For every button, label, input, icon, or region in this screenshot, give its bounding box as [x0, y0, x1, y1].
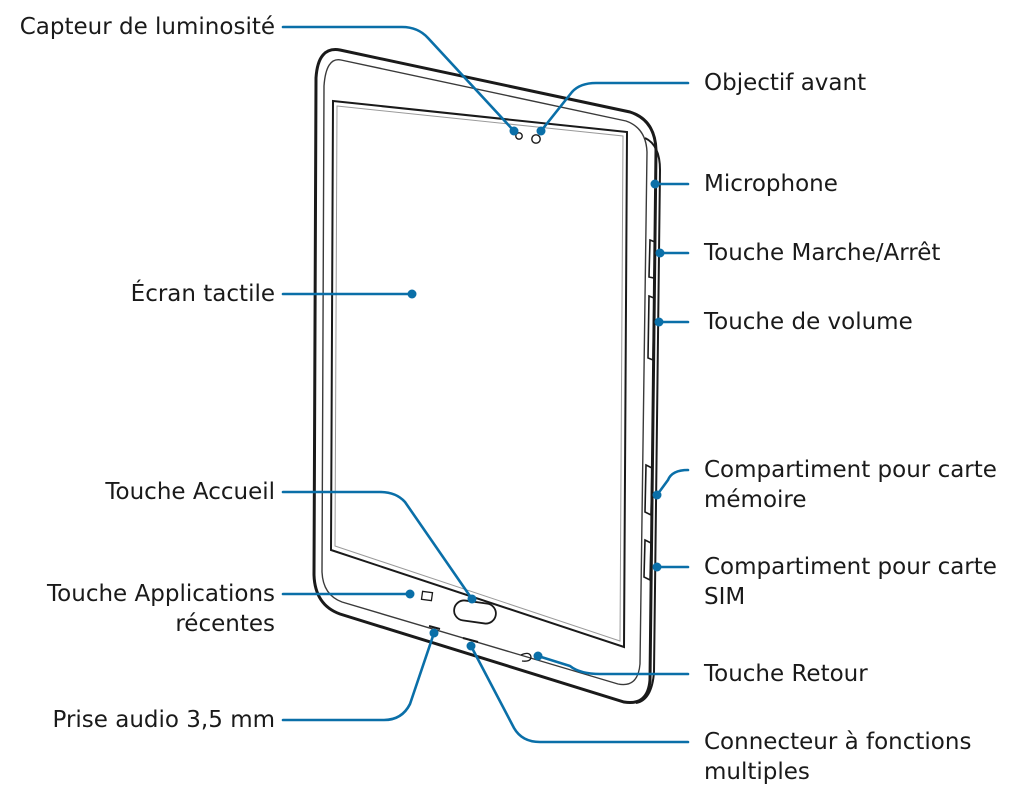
dot-recent-apps: [405, 589, 415, 599]
label-multipurpose-jack: Connecteur à fonctions multiples: [704, 729, 972, 785]
label-audio-jack: Prise audio 3,5 mm: [52, 707, 276, 733]
audio-jack-icon: [428, 625, 441, 630]
power-key-icon: [648, 238, 656, 279]
label-front-camera: Objectif avant: [704, 70, 867, 96]
volume-key-icon: [647, 294, 655, 362]
leader-back-key: [536, 654, 690, 676]
leader-home-key: [281, 490, 474, 601]
dot-audio-jack: [429, 628, 439, 638]
label-sim-tray: Compartiment pour carte SIM: [704, 554, 997, 610]
light-sensor-icon: [515, 132, 523, 140]
dot-front-camera: [536, 126, 546, 136]
touchscreen-inner-edge: [334, 105, 624, 642]
dot-power-key: [655, 248, 665, 258]
tablet-bezel-line: [321, 59, 648, 686]
dot-volume-key: [654, 317, 664, 327]
multipurpose-jack-icon: [462, 637, 479, 643]
recent-apps-icon: [420, 590, 434, 602]
leader-audio-jack: [281, 631, 436, 722]
front-camera-icon: [531, 134, 541, 144]
sim-tray-icon: [643, 538, 652, 582]
dot-home-key: [467, 594, 477, 604]
dot-memory-card-tray: [652, 490, 662, 500]
back-key-icon: [520, 652, 532, 662]
leader-memory-card-tray: [655, 468, 690, 497]
dot-back-key: [533, 651, 543, 661]
dot-multipurpose-jack: [466, 641, 476, 651]
label-back-key: Touche Retour: [704, 661, 868, 687]
leader-light-sensor: [281, 25, 516, 133]
tablet-side-edge: [635, 137, 662, 704]
touchscreen-panel: [329, 99, 629, 649]
label-recent-apps: Touche Applications récentes: [47, 581, 275, 637]
dot-sim-tray: [652, 562, 662, 572]
label-memory-card-tray: Compartiment pour carte mémoire: [704, 457, 997, 513]
label-home-key: Touche Accueil: [105, 479, 275, 505]
memory-card-tray-icon: [644, 463, 653, 517]
label-light-sensor: Capteur de luminosité: [19, 14, 275, 40]
home-key-icon: [453, 599, 497, 625]
dot-microphone: [650, 179, 660, 189]
label-volume-key: Touche de volume: [704, 309, 913, 335]
label-touchscreen: Écran tactile: [130, 281, 275, 307]
label-microphone: Microphone: [704, 171, 838, 197]
dot-light-sensor: [509, 126, 519, 136]
leader-multipurpose-jack: [469, 644, 690, 744]
label-power-key: Touche Marche/Arrêt: [704, 240, 941, 266]
leader-front-camera: [539, 81, 690, 133]
dot-touchscreen: [407, 289, 417, 299]
